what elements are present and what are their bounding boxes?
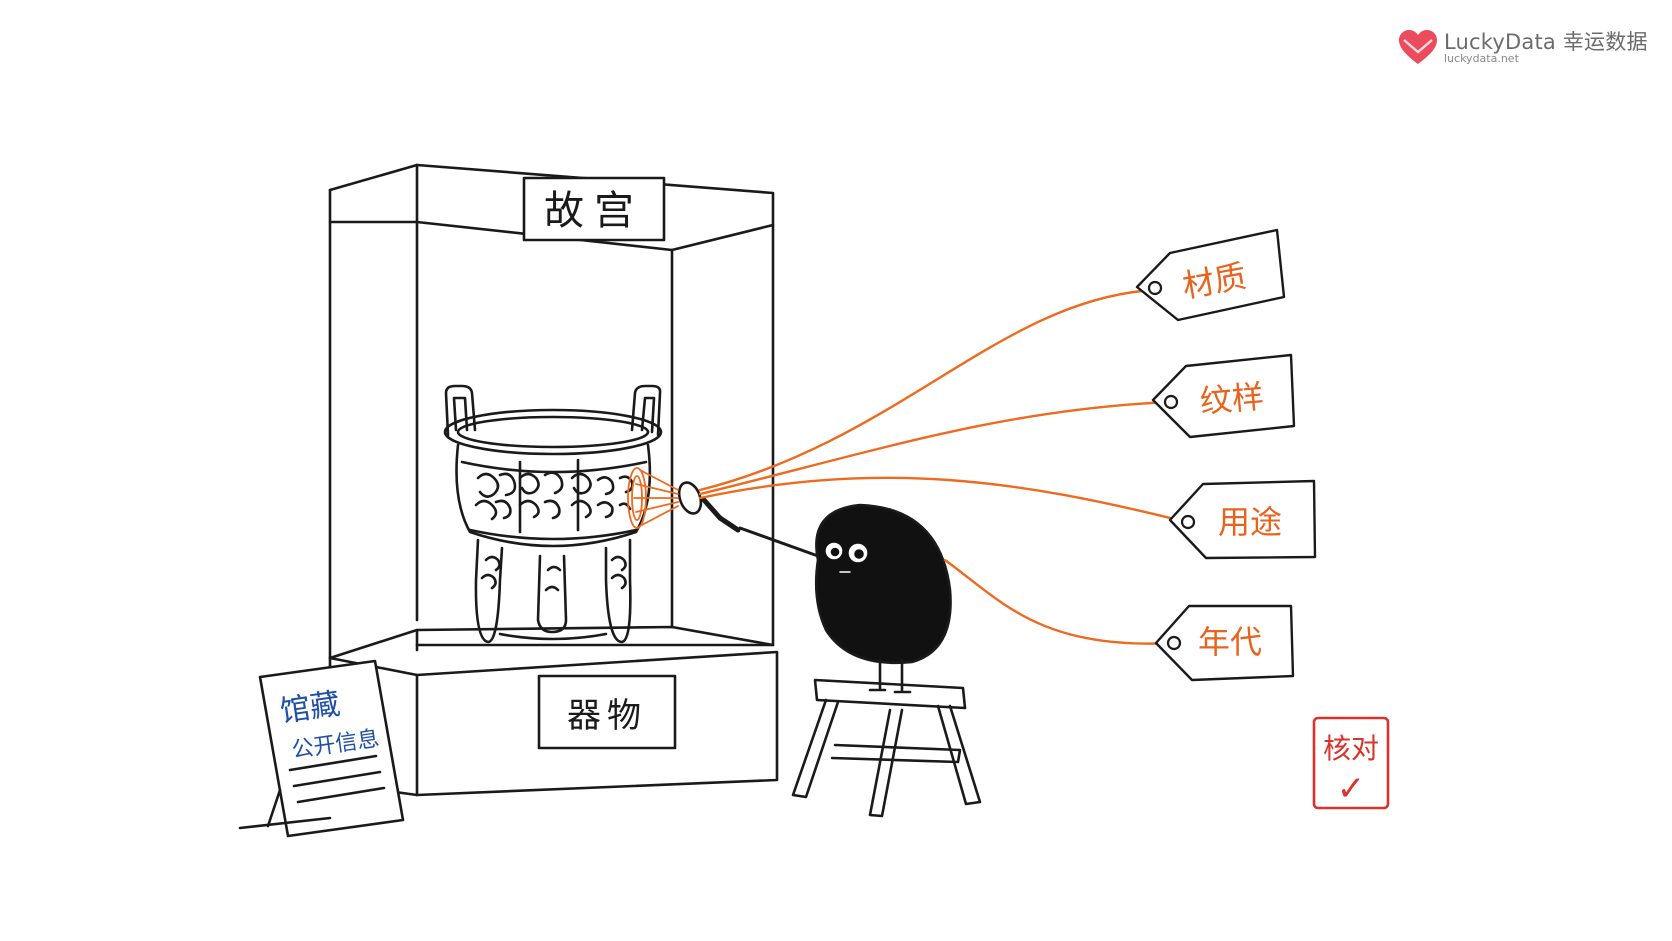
top-sign xyxy=(522,176,666,242)
base-label: 器物 xyxy=(567,696,647,736)
tag-era[interactable] xyxy=(1154,604,1295,682)
tag-label-era: 年代 xyxy=(1198,623,1262,661)
stamp-box xyxy=(1312,716,1390,810)
string-pattern xyxy=(698,400,1171,496)
tags xyxy=(1135,228,1317,682)
tag-label-pattern: 纹样 xyxy=(1198,377,1265,420)
step-stool xyxy=(791,678,982,818)
scan-beams xyxy=(627,467,679,529)
brand-name: LuckyData 幸运数据 xyxy=(1444,30,1648,55)
string-usage xyxy=(698,476,1188,524)
top-sign-label: 故宫 xyxy=(544,188,644,234)
placard-title: 馆藏 xyxy=(278,687,342,730)
tag-strings xyxy=(698,288,1188,645)
string-era xyxy=(943,558,1174,645)
checkmark-icon: ✓ xyxy=(1337,769,1366,809)
tag-pattern[interactable] xyxy=(1151,353,1296,439)
tag-material[interactable] xyxy=(1135,228,1286,322)
tag-usage[interactable] xyxy=(1168,479,1317,560)
stamp-label: 核对 xyxy=(1323,732,1379,765)
character-blob xyxy=(677,481,952,694)
brand-logo[interactable]: LuckyData 幸运数据 luckydata.net xyxy=(1398,30,1648,66)
tag-holes xyxy=(1147,280,1196,651)
heart-logo-icon xyxy=(1399,30,1437,64)
string-material xyxy=(698,288,1155,492)
brand-url: luckydata.net xyxy=(1444,51,1519,65)
tag-label-usage: 用途 xyxy=(1218,503,1282,541)
placard-sign xyxy=(238,659,405,838)
display-cabinet xyxy=(328,163,779,797)
base-label-box xyxy=(537,674,677,750)
bronze-ding-vessel xyxy=(443,384,663,644)
